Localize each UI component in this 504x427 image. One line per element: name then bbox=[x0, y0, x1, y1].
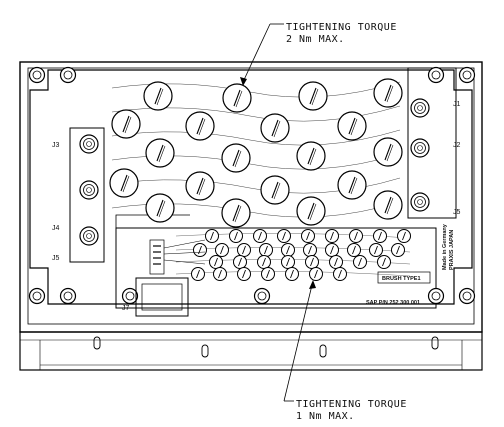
large-brush-holder bbox=[337, 111, 367, 141]
small-brush-holder bbox=[215, 243, 229, 257]
small-brush-holder bbox=[309, 267, 323, 281]
connector-label-j5-left: J5 bbox=[52, 255, 60, 262]
small-brush-holder bbox=[325, 243, 339, 257]
terminal-icon bbox=[410, 138, 430, 158]
top-callout-line1: TIGHTENING TORQUE bbox=[286, 22, 397, 33]
large-brush-holder bbox=[143, 81, 173, 111]
bolt-icon bbox=[59, 66, 77, 84]
bolt-icon bbox=[28, 287, 46, 305]
connector-terminals bbox=[79, 98, 430, 246]
large-brush-holder bbox=[221, 143, 251, 173]
small-brush-holder bbox=[349, 229, 363, 243]
brush-track-line bbox=[111, 129, 401, 146]
large-brush-holder bbox=[298, 81, 328, 111]
corner-bolts bbox=[28, 66, 476, 305]
small-brush-holder bbox=[193, 243, 207, 257]
small-brush-holder bbox=[237, 243, 251, 257]
large-brush-holder bbox=[373, 137, 403, 167]
brush-type-box bbox=[377, 271, 431, 284]
large-brush-holder bbox=[337, 170, 367, 200]
bolt-icon bbox=[28, 66, 46, 84]
large-brush-holder bbox=[145, 193, 175, 223]
part-number-label: SAP P/N 252 300 001 bbox=[366, 300, 420, 306]
large-brush-holder bbox=[296, 196, 326, 226]
large-brush-holder bbox=[296, 141, 326, 171]
small-brush-holders bbox=[175, 229, 411, 281]
connector-label-j5-right: J5 bbox=[453, 209, 461, 216]
large-brush-holder bbox=[260, 175, 290, 205]
small-brush-holder bbox=[301, 229, 315, 243]
connector-label-j3: J3 bbox=[52, 142, 60, 149]
bolt-icon bbox=[427, 66, 445, 84]
connector-label-j2: J2 bbox=[453, 142, 461, 149]
connector-j7-housing bbox=[135, 239, 206, 317]
small-brush-holder bbox=[209, 255, 223, 269]
large-brush-holder bbox=[221, 198, 251, 228]
small-brush-holder bbox=[213, 267, 227, 281]
small-brush-holder bbox=[329, 255, 343, 269]
made-in-label-line1: Made in Germany bbox=[442, 223, 448, 270]
small-brush-holder bbox=[237, 267, 251, 281]
large-brush-holder bbox=[260, 113, 290, 143]
small-brush-holder bbox=[281, 255, 295, 269]
terminal-icon bbox=[79, 180, 99, 200]
bolt-icon bbox=[427, 287, 445, 305]
small-brush-holder bbox=[369, 243, 383, 257]
bolt-icon bbox=[121, 287, 139, 305]
small-brush-holder bbox=[277, 229, 291, 243]
small-brush-holder bbox=[281, 243, 295, 257]
small-brush-holder bbox=[347, 243, 361, 257]
large-brush-holder bbox=[222, 83, 252, 113]
connector-label-j4: J4 bbox=[52, 225, 60, 232]
small-brush-holder bbox=[373, 229, 387, 243]
terminal-icon bbox=[410, 98, 430, 118]
large-brush-holder bbox=[373, 78, 403, 108]
terminal-icon bbox=[410, 192, 430, 212]
bolt-icon bbox=[458, 66, 476, 84]
large-brush-holder bbox=[373, 190, 403, 220]
large-brush-holder bbox=[111, 109, 141, 139]
top-callout-line2: 2 Nm MAX. bbox=[286, 34, 345, 45]
small-brush-holder bbox=[285, 267, 299, 281]
small-brush-holder bbox=[397, 229, 411, 243]
bolt-icon bbox=[253, 287, 271, 305]
small-brush-holder bbox=[259, 243, 273, 257]
large-brush-holder bbox=[109, 168, 139, 198]
small-brush-holder bbox=[353, 255, 367, 269]
made-in-label-line2: PRAXIS JAPAN bbox=[449, 230, 455, 270]
small-brush-holder bbox=[191, 267, 205, 281]
connector-label-j7: J7 bbox=[122, 305, 130, 312]
housing-slots bbox=[93, 336, 439, 358]
leader-lines bbox=[240, 23, 316, 402]
small-brush-holder bbox=[391, 243, 405, 257]
bottom-callout-line1: TIGHTENING TORQUE bbox=[296, 399, 407, 410]
small-brush-holder bbox=[377, 255, 391, 269]
small-brush-holder bbox=[333, 267, 347, 281]
bolt-icon bbox=[59, 287, 77, 305]
large-brush-holders bbox=[109, 78, 403, 228]
large-brush-holder bbox=[145, 138, 175, 168]
brush-type-label: BRUSH TYPE1 bbox=[382, 276, 421, 282]
large-brush-holder bbox=[185, 111, 215, 141]
small-brush-holder bbox=[253, 229, 267, 243]
large-brush-holder bbox=[185, 171, 215, 201]
bolt-icon bbox=[458, 287, 476, 305]
connector-label-j1: J1 bbox=[453, 101, 461, 108]
small-brush-holder bbox=[257, 255, 271, 269]
terminal-icon bbox=[79, 226, 99, 246]
base-housing bbox=[19, 61, 483, 371]
small-brush-holder bbox=[205, 229, 219, 243]
small-brush-holder bbox=[303, 243, 317, 257]
small-brush-holder bbox=[233, 255, 247, 269]
terminal-icon bbox=[79, 134, 99, 154]
small-brush-holder bbox=[229, 229, 243, 243]
small-brush-holder bbox=[325, 229, 339, 243]
small-brush-holder bbox=[305, 255, 319, 269]
small-brush-holder bbox=[261, 267, 275, 281]
bottom-callout-line2: 1 Nm MAX. bbox=[296, 411, 355, 422]
